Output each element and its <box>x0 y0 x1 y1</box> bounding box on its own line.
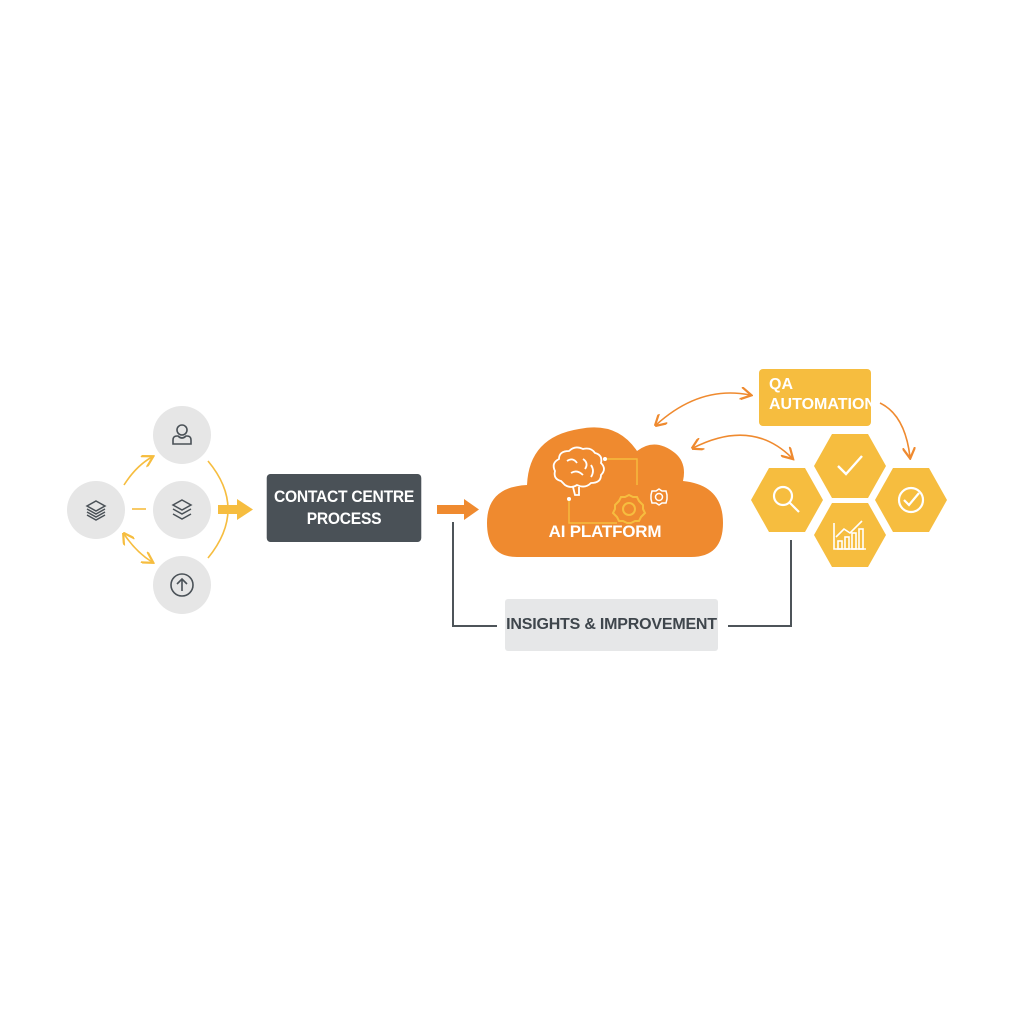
stack-center-node <box>153 481 211 539</box>
qa-tile-check-circle <box>875 468 947 532</box>
arrow-up-circle-icon <box>170 573 194 597</box>
cloud-shape <box>487 427 723 557</box>
arrow-stack-to-upload <box>124 534 152 562</box>
arrow-process-to-platform-head <box>464 499 479 520</box>
user-node <box>153 406 211 464</box>
contact-centre-process-box: CONTACT CENTRE PROCESS <box>266 474 422 542</box>
feedback-line-right <box>728 540 792 627</box>
ai-platform-cloud: AI PLATFORM <box>487 415 723 557</box>
magnifier-icon <box>772 485 800 513</box>
small-gear-icon <box>650 488 668 506</box>
layers-icon <box>171 499 193 520</box>
qa-label-line2: AUTOMATION <box>769 396 876 413</box>
qa-tile-chart <box>814 503 886 567</box>
bar-chart-icon <box>833 520 866 550</box>
ai-platform-label: AI PLATFORM <box>548 522 662 541</box>
qa-automation-box: QA AUTOMATION <box>759 369 876 426</box>
qa-tile-check <box>814 434 886 498</box>
arrow-into-process-head <box>237 499 253 520</box>
check-circle-icon <box>897 486 925 514</box>
process-label-line2: PROCESS <box>306 509 382 528</box>
gear-icon <box>611 493 647 524</box>
brain-icon <box>552 446 605 496</box>
feedback-line-left <box>452 522 497 627</box>
process-label-line1: CONTACT CENTRE <box>273 487 415 506</box>
stack-left-node <box>67 481 125 539</box>
insights-label: INSIGHTS & IMPROVEMENT <box>506 616 717 633</box>
arrow-into-process-shaft <box>218 505 238 514</box>
qa-tile-search <box>751 468 823 532</box>
arrow-qa-to-tiles <box>879 402 910 457</box>
user-icon <box>172 424 192 445</box>
qa-label-line1: QA <box>769 376 793 393</box>
arrow-stack-to-user <box>123 457 152 486</box>
arrow-platform-tiles <box>693 434 792 458</box>
arrow-process-to-platform-shaft <box>437 505 465 514</box>
checkmark-icon <box>837 455 863 476</box>
arrow-platform-qa-top <box>656 393 750 425</box>
upload-node <box>153 556 211 614</box>
layers-icon <box>85 500 107 521</box>
insights-improvement-box: INSIGHTS & IMPROVEMENT <box>505 599 718 651</box>
